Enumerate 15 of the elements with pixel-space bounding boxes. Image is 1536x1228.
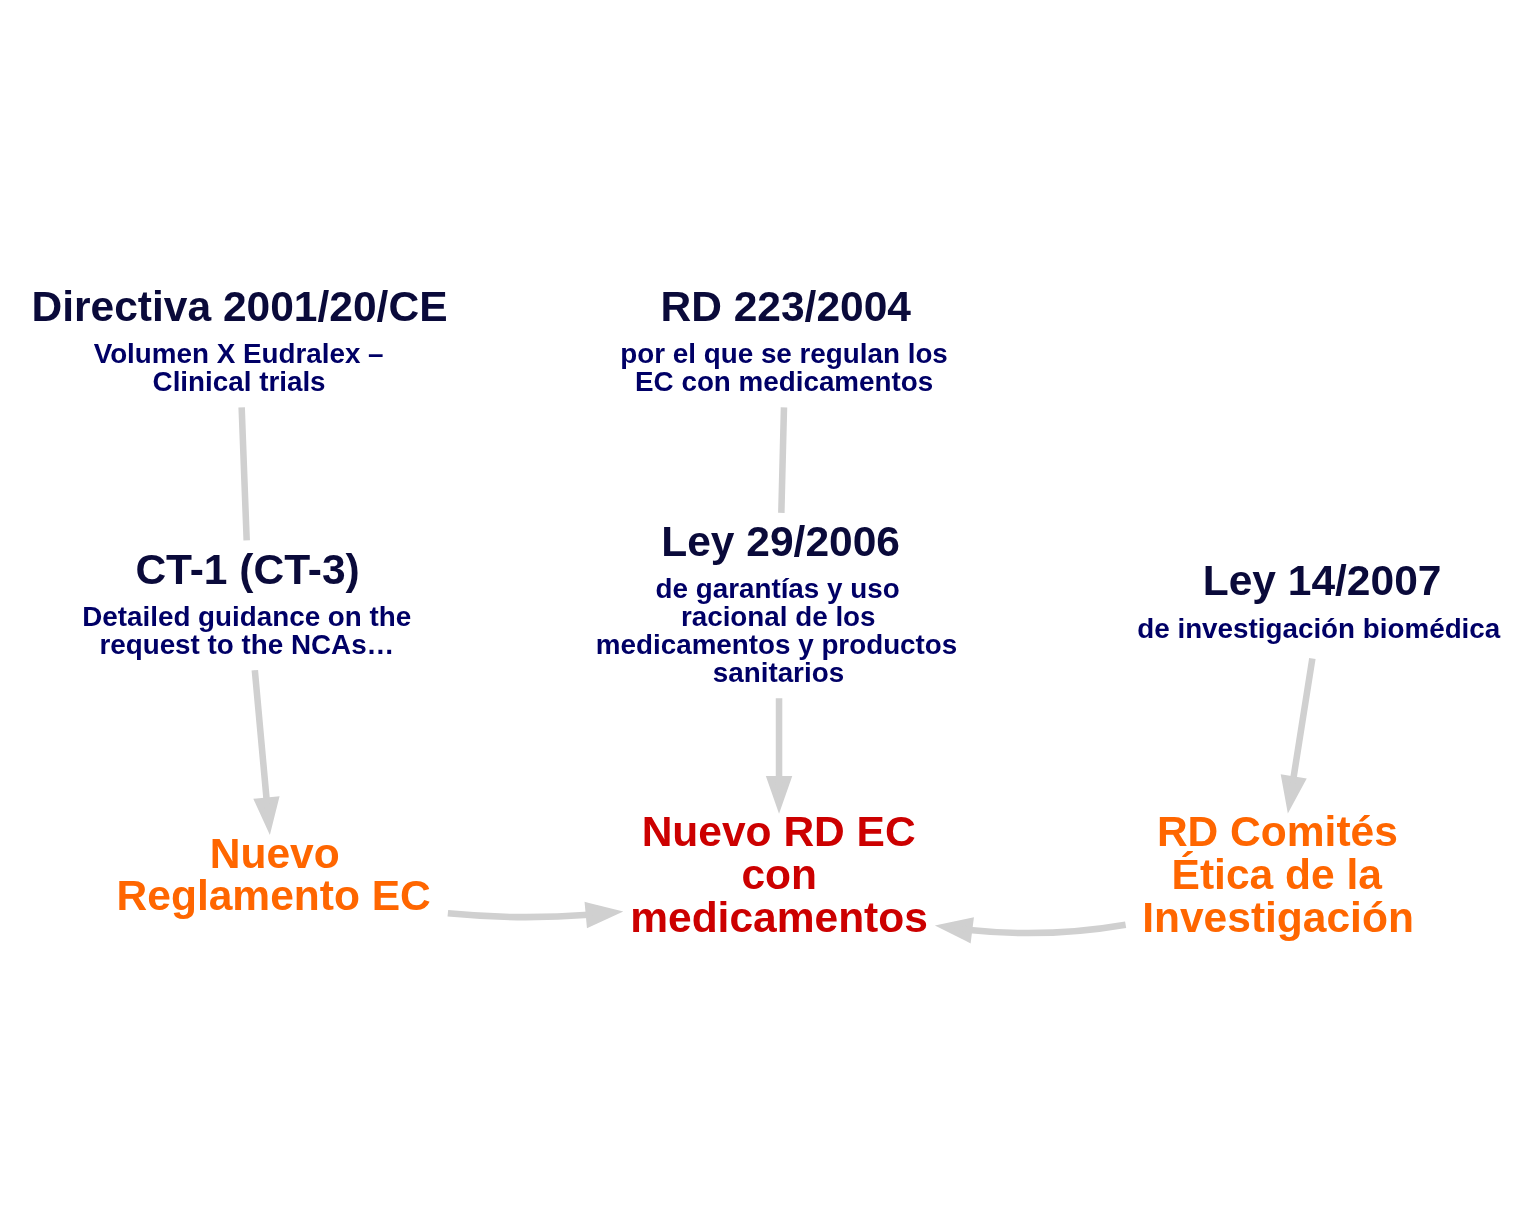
node-text: CT-1 (CT-3) Detailed guidance on the request to the NCAs…	[82, 545, 412, 660]
arrow	[447, 901, 624, 928]
node-text: Directiva 2001/20/CE Volumen X Eudralex – Clinical trials	[31, 282, 448, 397]
node-text: RD Comités Ética de la Investigación	[1142, 807, 1414, 940]
arrow	[251, 669, 280, 835]
node-text: RD 223/2004 por el que se regulan los EC con medicamentos	[620, 282, 948, 397]
node-text: Nuevo RD EC con medicamentos	[630, 807, 928, 940]
connector	[778, 406, 788, 513]
connector	[238, 406, 250, 541]
arrow	[765, 697, 793, 814]
arrow	[934, 916, 1127, 943]
node-text: Ley 29/2006 de garantías y uso racional de los medicamentos y productos sanitarios	[595, 517, 958, 688]
node-text: Nuevo Reglamento EC	[116, 829, 431, 919]
node-text: Ley 14/2007 de investigación biomédica	[1137, 556, 1501, 644]
arrow	[1280, 657, 1316, 814]
